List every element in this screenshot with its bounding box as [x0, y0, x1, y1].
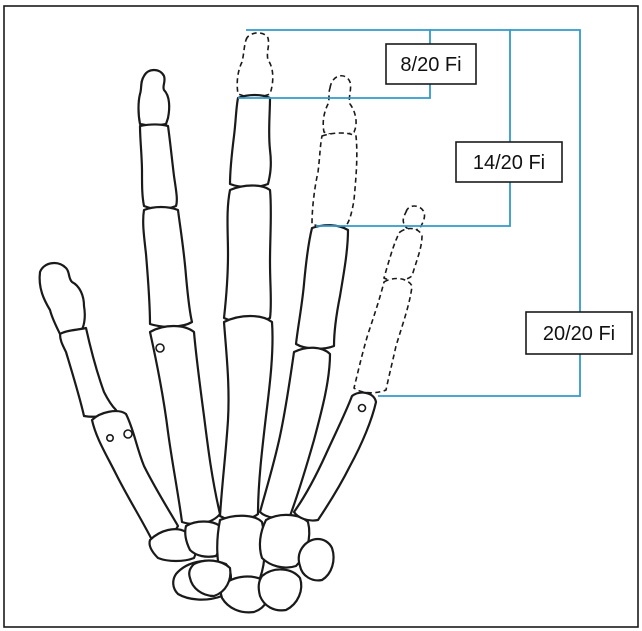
label-14-20: 14/20 Fi: [456, 142, 562, 182]
middle-proximal-phalanx: [224, 186, 271, 323]
ring-distal-phalanx-dashed: [323, 76, 356, 135]
index-middle-phalanx: [140, 125, 177, 210]
middle-middle-phalanx: [230, 95, 271, 187]
thumb-sesamoid-2: [124, 430, 132, 438]
ring-proximal-phalanx: [296, 225, 348, 349]
index-distal-phalanx: [139, 70, 170, 126]
label-20-20: 20/20 Fi: [526, 312, 632, 354]
trapezoid: [185, 522, 221, 557]
thumb-proximal-phalanx: [60, 328, 116, 417]
thumb-distal-phalanx: [40, 263, 85, 334]
little-sesamoid: [359, 405, 366, 412]
thumb-metacarpal: [92, 411, 178, 540]
label-14-20-text: 14/20 Fi: [473, 152, 545, 174]
index-sesamoid: [156, 344, 164, 352]
little-proximal-phalanx-dashed: [354, 279, 412, 393]
label-20-20-text: 20/20 Fi: [543, 323, 615, 345]
triquetrum: [259, 569, 302, 610]
label-8-20-text: 8/20 Fi: [400, 54, 461, 76]
thumb-sesamoid: [107, 435, 113, 441]
pisiform: [299, 539, 334, 580]
little-middle-phalanx-dashed: [384, 229, 422, 281]
ring-middle-phalanx-dashed: [312, 133, 357, 227]
index-proximal-phalanx: [143, 207, 192, 327]
middle-metacarpal: [220, 316, 273, 520]
label-8-20: 8/20 Fi: [386, 44, 476, 84]
middle-distal-phalanx-dashed: [237, 33, 273, 97]
